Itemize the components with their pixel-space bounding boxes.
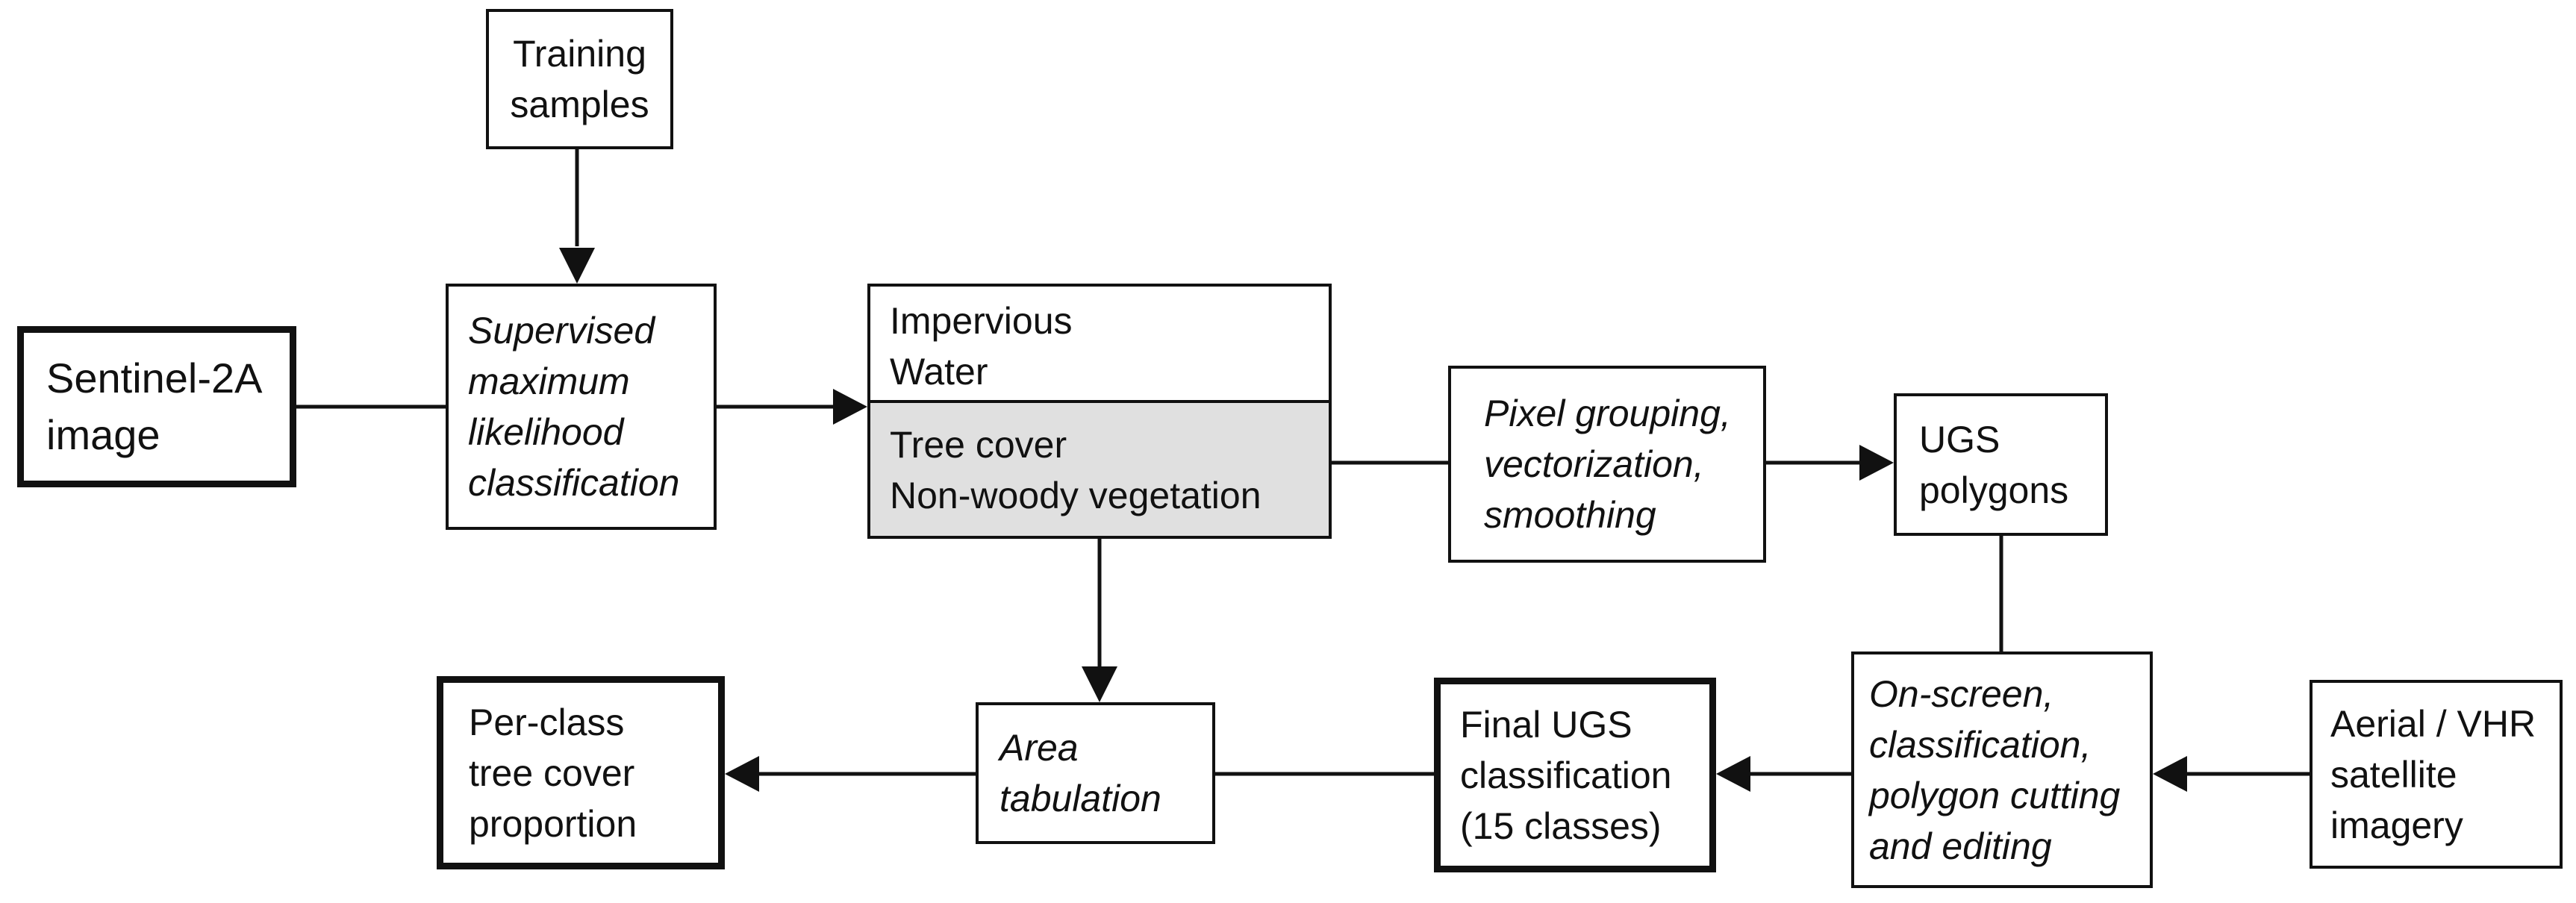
training-samples-line-2: samples: [510, 84, 649, 125]
aerial-line-2: satellite: [2330, 753, 2457, 796]
supervised-line-3: likelihood: [468, 411, 624, 453]
perclass-line-3: proportion: [469, 802, 637, 845]
aerial-vhr-imagery-box: Aerial / VHR satellite imagery: [2310, 680, 2563, 869]
ugs-polygons-line-2: polygons: [1919, 469, 2069, 511]
training-samples-line-1: Training: [513, 33, 646, 75]
sentinel-line-1: Sentinel-2A: [46, 354, 263, 401]
pixel-grouping-box: Pixel grouping, vectorization, smoothing: [1448, 366, 1766, 563]
final-line-3: (15 classes): [1460, 804, 1662, 847]
classes-vegetation-section: Tree cover Non-woody vegetation: [870, 403, 1329, 536]
area-tabulation-box: Area tabulation: [976, 702, 1215, 844]
onscreen-line-1: On-screen,: [1869, 672, 2054, 715]
training-samples-box: Training samples: [486, 9, 673, 149]
ugs-polygons-box: UGS polygons: [1894, 393, 2108, 536]
class-impervious: Impervious: [890, 300, 1073, 342]
supervised-line-1: Supervised: [468, 310, 655, 351]
class-tree-cover: Tree cover: [890, 424, 1067, 466]
classes-excluded-section: Impervious Water: [870, 287, 1329, 403]
area-line-2: tabulation: [999, 778, 1161, 819]
pixel-line-1: Pixel grouping,: [1484, 393, 1731, 434]
onscreen-line-3: polygon cutting: [1869, 774, 2121, 816]
perclass-line-2: tree cover: [469, 752, 635, 794]
arrowhead-classes-to-area: [1082, 666, 1117, 702]
ugs-polygons-line-1: UGS: [1919, 418, 2000, 460]
pixel-line-3: smoothing: [1484, 494, 1656, 536]
arrowhead-area-to-perclass: [725, 756, 759, 792]
arrowhead-onscreen-to-final: [1716, 756, 1750, 792]
area-line-1: Area: [999, 727, 1079, 769]
final-ugs-classification-box: Final UGS classification (15 classes): [1434, 678, 1716, 872]
on-screen-editing-box: On-screen, classification, polygon cutti…: [1851, 652, 2153, 888]
class-water: Water: [890, 351, 988, 393]
supervised-line-2: maximum: [468, 360, 630, 402]
supervised-line-4: classification: [468, 462, 680, 504]
per-class-tree-cover-box: Per-class tree cover proportion: [437, 676, 725, 869]
arrowhead-aerial-to-onscreen: [2153, 756, 2187, 792]
arrowhead-supervised-to-classes: [833, 389, 867, 425]
onscreen-line-4: and editing: [1869, 825, 2052, 867]
aerial-line-3: imagery: [2330, 804, 2463, 846]
supervised-classification-box: Supervised maximum likelihood classifica…: [446, 284, 717, 530]
land-cover-classes-box: Impervious Water Tree cover Non-woody ve…: [867, 284, 1332, 539]
class-non-woody-vegetation: Non-woody vegetation: [890, 475, 1262, 516]
final-line-2: classification: [1460, 754, 1672, 796]
arrowhead-pixel-to-ugs: [1859, 445, 1894, 481]
pixel-line-2: vectorization,: [1484, 443, 1704, 485]
onscreen-line-2: classification,: [1869, 723, 2092, 766]
arrowhead-training-to-supervised: [559, 248, 595, 284]
sentinel-2a-image-box: Sentinel-2A image: [17, 326, 296, 487]
aerial-line-1: Aerial / VHR: [2330, 702, 2536, 745]
sentinel-line-2: image: [46, 411, 160, 458]
final-line-1: Final UGS: [1460, 703, 1632, 746]
perclass-line-1: Per-class: [469, 701, 625, 743]
